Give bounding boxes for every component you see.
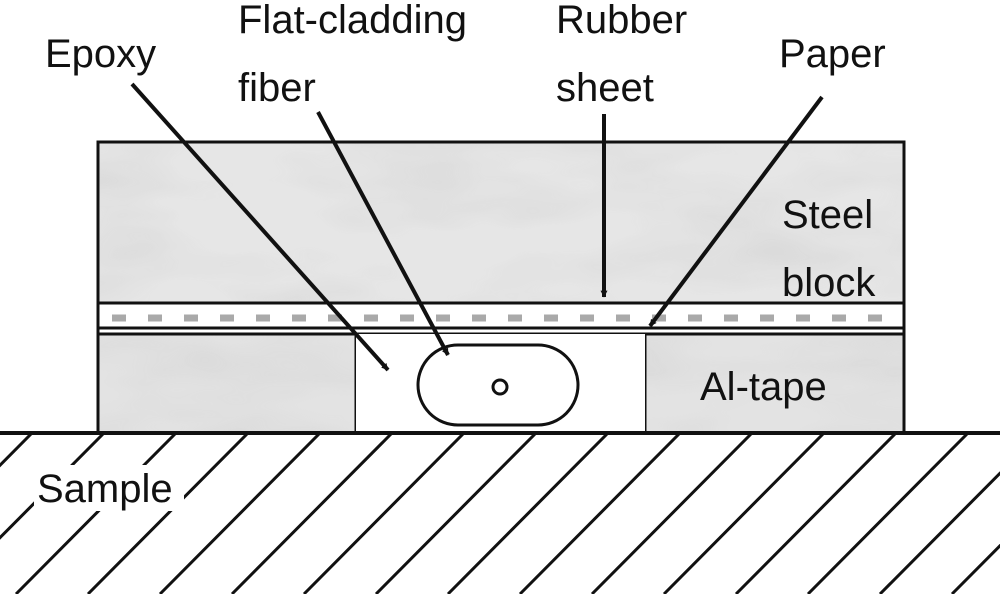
paper-label: Paper xyxy=(779,32,886,76)
hatch-line xyxy=(230,433,394,594)
sheet-label: sheet xyxy=(556,66,654,110)
epoxy-label: Epoxy xyxy=(45,32,156,76)
hatch-line xyxy=(734,433,898,594)
paper-arrow xyxy=(648,95,824,328)
hatch-line xyxy=(14,433,178,594)
pointer-arrows xyxy=(130,82,824,372)
hatch-line xyxy=(806,433,970,594)
hatch-line xyxy=(302,433,466,594)
hatch-line xyxy=(590,433,754,594)
hatch-line xyxy=(0,433,34,468)
fiber-arrow xyxy=(316,111,450,356)
rubber-sheet-layer xyxy=(96,301,906,330)
al-tape-label: Al-tape xyxy=(700,365,827,409)
al-tape-left xyxy=(96,332,358,435)
sample xyxy=(0,431,1000,594)
hatch-line xyxy=(950,543,1000,594)
flat-cladding-label: Flat-cladding xyxy=(238,0,467,42)
epoxy-arrow xyxy=(130,82,390,372)
sample-label-bg xyxy=(34,465,184,511)
hatch-line xyxy=(878,471,1000,594)
fiber-core xyxy=(491,378,509,396)
hatch-line xyxy=(446,433,610,594)
sample-label: Sample xyxy=(37,467,173,511)
rubber-label: Rubber xyxy=(556,0,687,42)
hatch-line xyxy=(518,433,682,594)
flat-cladding-fiber xyxy=(416,343,580,427)
hatch-line xyxy=(374,433,538,594)
hatch-line xyxy=(158,433,322,594)
fiber-label: fiber xyxy=(238,66,316,110)
al-tape-right xyxy=(643,332,906,435)
hatch-line xyxy=(0,433,106,540)
hatch-line xyxy=(86,433,250,594)
steel-label: Steel xyxy=(782,193,873,237)
block-label: block xyxy=(782,261,876,305)
hatch-line xyxy=(662,433,826,594)
